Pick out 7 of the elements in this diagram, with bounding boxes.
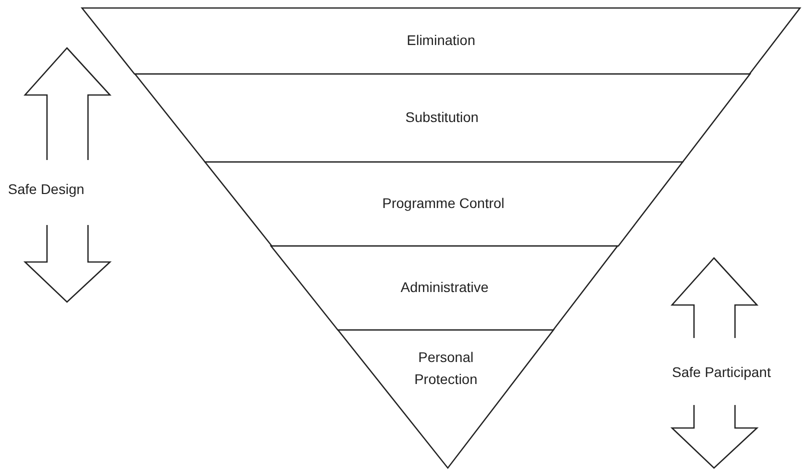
band-label: Programme Control — [381, 195, 506, 211]
band-label: Administrative — [400, 279, 490, 295]
band-label: Elimination — [406, 32, 476, 48]
side-label: Safe Participant — [672, 364, 771, 380]
band-label: Substitution — [404, 109, 480, 125]
band-label: Personal Protection — [413, 348, 478, 389]
side-label: Safe Design — [8, 181, 84, 197]
